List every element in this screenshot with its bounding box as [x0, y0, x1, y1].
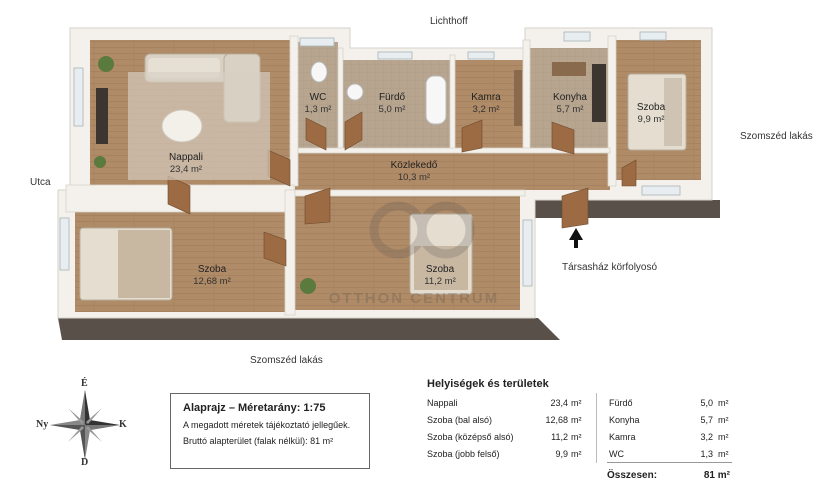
gross-area: Bruttó alapterület (falak nélkül): 81 m² — [183, 436, 334, 446]
label-lichthoff: Lichthoff — [430, 16, 468, 27]
sink-icon — [346, 83, 364, 101]
areas-title: Helyiségek és területek — [427, 378, 549, 390]
floor-kozlekedo — [295, 152, 610, 190]
compass-rose: É D Ny K — [36, 378, 130, 470]
scale-info-box: Alaprajz – Méretarány: 1:75 A megadott m… — [170, 393, 370, 469]
room-unit: m² — [718, 398, 729, 408]
toilet-icon — [310, 61, 328, 83]
compass-star-icon — [50, 390, 120, 460]
compass-west: Ny — [36, 419, 49, 430]
room-value: 12,68 — [545, 415, 568, 425]
watermark-logo: OTTHON CENTRUM — [329, 201, 500, 307]
bed-icon — [627, 73, 687, 151]
total-label: Összesen: — [607, 470, 658, 481]
room-area: 9,9 m² — [638, 114, 665, 125]
scale-title: Alaprajz – Méretarány: 1:75 — [183, 402, 326, 414]
total-divider — [607, 462, 732, 463]
room-name: Szoba — [198, 264, 227, 275]
room-unit: m² — [571, 449, 582, 459]
bed-icon — [79, 227, 173, 301]
room-area: 3,2 m² — [473, 104, 500, 115]
room-label: Nappali — [427, 398, 458, 408]
areas-table-left: Nappali 23,4 m² Szoba (bal alsó) 12,68 m… — [427, 398, 583, 466]
room-area: 23,4 m² — [170, 164, 202, 175]
label-szomszed-bottom: Szomszéd lakás — [250, 355, 323, 366]
compass-south: D — [81, 457, 89, 468]
windows — [59, 31, 681, 287]
room-value: 23,4 — [550, 398, 568, 408]
room-name: Fürdő — [379, 92, 406, 103]
table-divider — [596, 393, 597, 463]
label-korfolyoso: Társasház körfolyosó — [562, 262, 658, 273]
kitchen-cabinet — [552, 62, 586, 76]
room-name: Szoba — [426, 264, 455, 275]
room-unit: m² — [571, 398, 582, 408]
room-area: 5,0 m² — [379, 104, 406, 115]
room-area: 12,68 m² — [193, 276, 231, 287]
room-unit: m² — [571, 415, 582, 425]
plant-icon — [98, 56, 114, 72]
room-value: 9,9 — [555, 449, 568, 459]
areas-table-right: Fürdő 5,0 m² Konyha 5,7 m² Kamra 3,2 m² … — [609, 398, 734, 466]
room-name: Szoba — [637, 102, 666, 113]
wall-side-bottom — [58, 318, 560, 340]
total-row: Összesen: 81 m² — [607, 470, 732, 481]
kitchen-counter — [592, 64, 606, 122]
bed-icon — [409, 213, 473, 295]
room-label: Szoba (jobb felső) — [427, 449, 500, 459]
table-row: Fürdő 5,0 m² — [609, 398, 734, 415]
floor-szoba-middle — [295, 195, 520, 310]
compass-east: K — [119, 419, 127, 430]
room-value: 5,0 — [700, 398, 713, 408]
room-unit: m² — [571, 432, 582, 442]
room-label: Kamra — [609, 432, 636, 442]
table-row: Nappali 23,4 m² — [427, 398, 583, 415]
plant-icon — [300, 278, 316, 294]
room-label: Szoba (bal alsó) — [427, 415, 493, 425]
room-name: Konyha — [553, 92, 587, 103]
tv-stand — [96, 88, 108, 144]
coffee-table — [161, 109, 203, 143]
room-label: WC — [609, 449, 624, 459]
room-unit: m² — [718, 432, 729, 442]
room-area: 5,7 m² — [557, 104, 584, 115]
room-unit: m² — [718, 449, 729, 459]
room-area: 11,2 m² — [424, 276, 456, 287]
room-name: Közlekedő — [391, 160, 438, 171]
doors — [167, 111, 637, 267]
room-label: Konyha — [609, 415, 640, 425]
floor-plan: OTTHON CENTRUM Nappali 23,4 m² WC 1,3 m²… — [57, 27, 720, 340]
room-value: 5,7 — [700, 415, 713, 425]
table-row: Kamra 3,2 m² — [609, 432, 734, 449]
watermark-text: OTTHON CENTRUM — [329, 290, 500, 307]
table-row: Szoba (jobb felső) 9,9 m² — [427, 449, 583, 466]
entrance-arrow-icon — [569, 228, 583, 248]
label-utca: Utca — [30, 177, 51, 188]
compass-north: É — [81, 378, 88, 389]
room-value: 3,2 — [700, 432, 713, 442]
table-row: WC 1,3 m² — [609, 449, 734, 466]
room-unit: m² — [718, 415, 729, 425]
plant-icon — [94, 156, 106, 168]
table-row: Szoba (középső alsó) 11,2 m² — [427, 432, 583, 449]
table-row: Konyha 5,7 m² — [609, 415, 734, 432]
room-area: 10,3 m² — [398, 172, 430, 183]
room-area: 1,3 m² — [305, 104, 332, 115]
table-row: Szoba (bal alsó) 12,68 m² — [427, 415, 583, 432]
room-value: 11,2 — [551, 432, 568, 442]
room-name: WC — [310, 92, 327, 103]
label-szomszed-right: Szomszéd lakás — [740, 131, 813, 142]
total-value: 81 m² — [703, 470, 730, 481]
room-name: Kamra — [471, 92, 501, 103]
bathtub-icon — [425, 75, 447, 125]
room-name: Nappali — [169, 152, 203, 163]
kamra-shelf — [514, 70, 522, 126]
wall-side-right — [530, 200, 720, 218]
scale-note: A megadott méretek tájékoztató jellegűek… — [183, 420, 351, 430]
room-label: Fürdő — [609, 398, 633, 408]
room-value: 1,3 — [700, 449, 713, 459]
room-label: Szoba (középső alsó) — [427, 432, 514, 442]
